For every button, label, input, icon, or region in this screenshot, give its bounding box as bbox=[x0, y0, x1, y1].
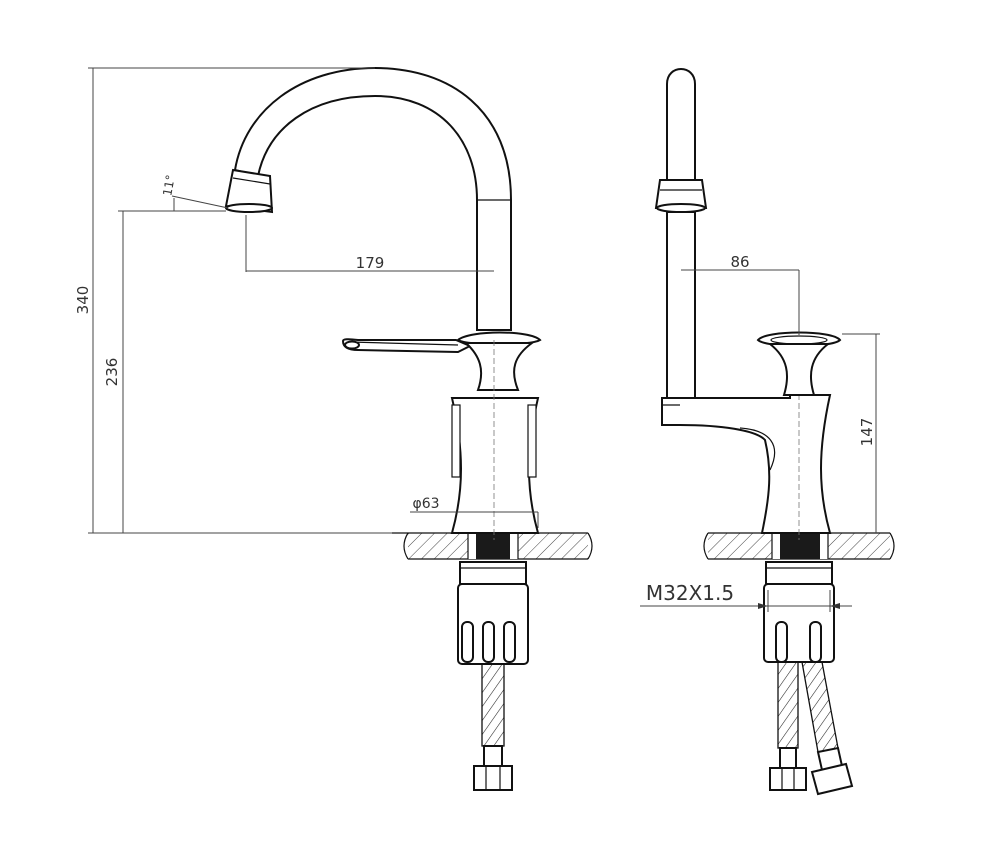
left-view: 340 236 11° 179 φ63 bbox=[74, 66, 593, 791]
right-view: 86 147 M32X1.5 bbox=[640, 68, 895, 796]
dim-147: 147 bbox=[842, 333, 880, 533]
right-handle-cap bbox=[756, 331, 842, 396]
dim-thread-label: M32X1.5 bbox=[646, 581, 734, 605]
dim-340-label: 340 bbox=[74, 286, 92, 315]
left-hose bbox=[473, 663, 513, 791]
dim-angle: 11° bbox=[160, 174, 229, 211]
right-hose-right bbox=[801, 661, 854, 796]
right-spout bbox=[654, 68, 708, 399]
dim-phi63: φ63 bbox=[410, 496, 539, 528]
right-mount-nut bbox=[763, 561, 835, 663]
dim-147-label: 147 bbox=[858, 418, 876, 447]
left-spout bbox=[224, 66, 512, 331]
left-body bbox=[450, 340, 540, 540]
left-handle-cap bbox=[456, 331, 542, 391]
dim-angle-label: 11° bbox=[160, 174, 177, 197]
dim-86: 86 bbox=[681, 253, 800, 335]
right-countertop bbox=[703, 532, 895, 560]
left-countertop bbox=[392, 532, 593, 560]
dim-236-label: 236 bbox=[103, 358, 121, 387]
dim-340: 340 bbox=[74, 67, 392, 534]
dim-phi63-label: φ63 bbox=[412, 496, 439, 512]
left-lever bbox=[341, 338, 473, 354]
right-body bbox=[661, 340, 832, 540]
dim-236: 236 bbox=[103, 210, 226, 533]
dim-86-label: 86 bbox=[730, 253, 749, 271]
right-hose-left bbox=[769, 661, 807, 791]
dim-thread: M32X1.5 bbox=[640, 581, 852, 612]
left-mount-nut bbox=[457, 561, 529, 665]
dim-179: 179 bbox=[245, 215, 494, 272]
dim-179-label: 179 bbox=[356, 254, 385, 272]
